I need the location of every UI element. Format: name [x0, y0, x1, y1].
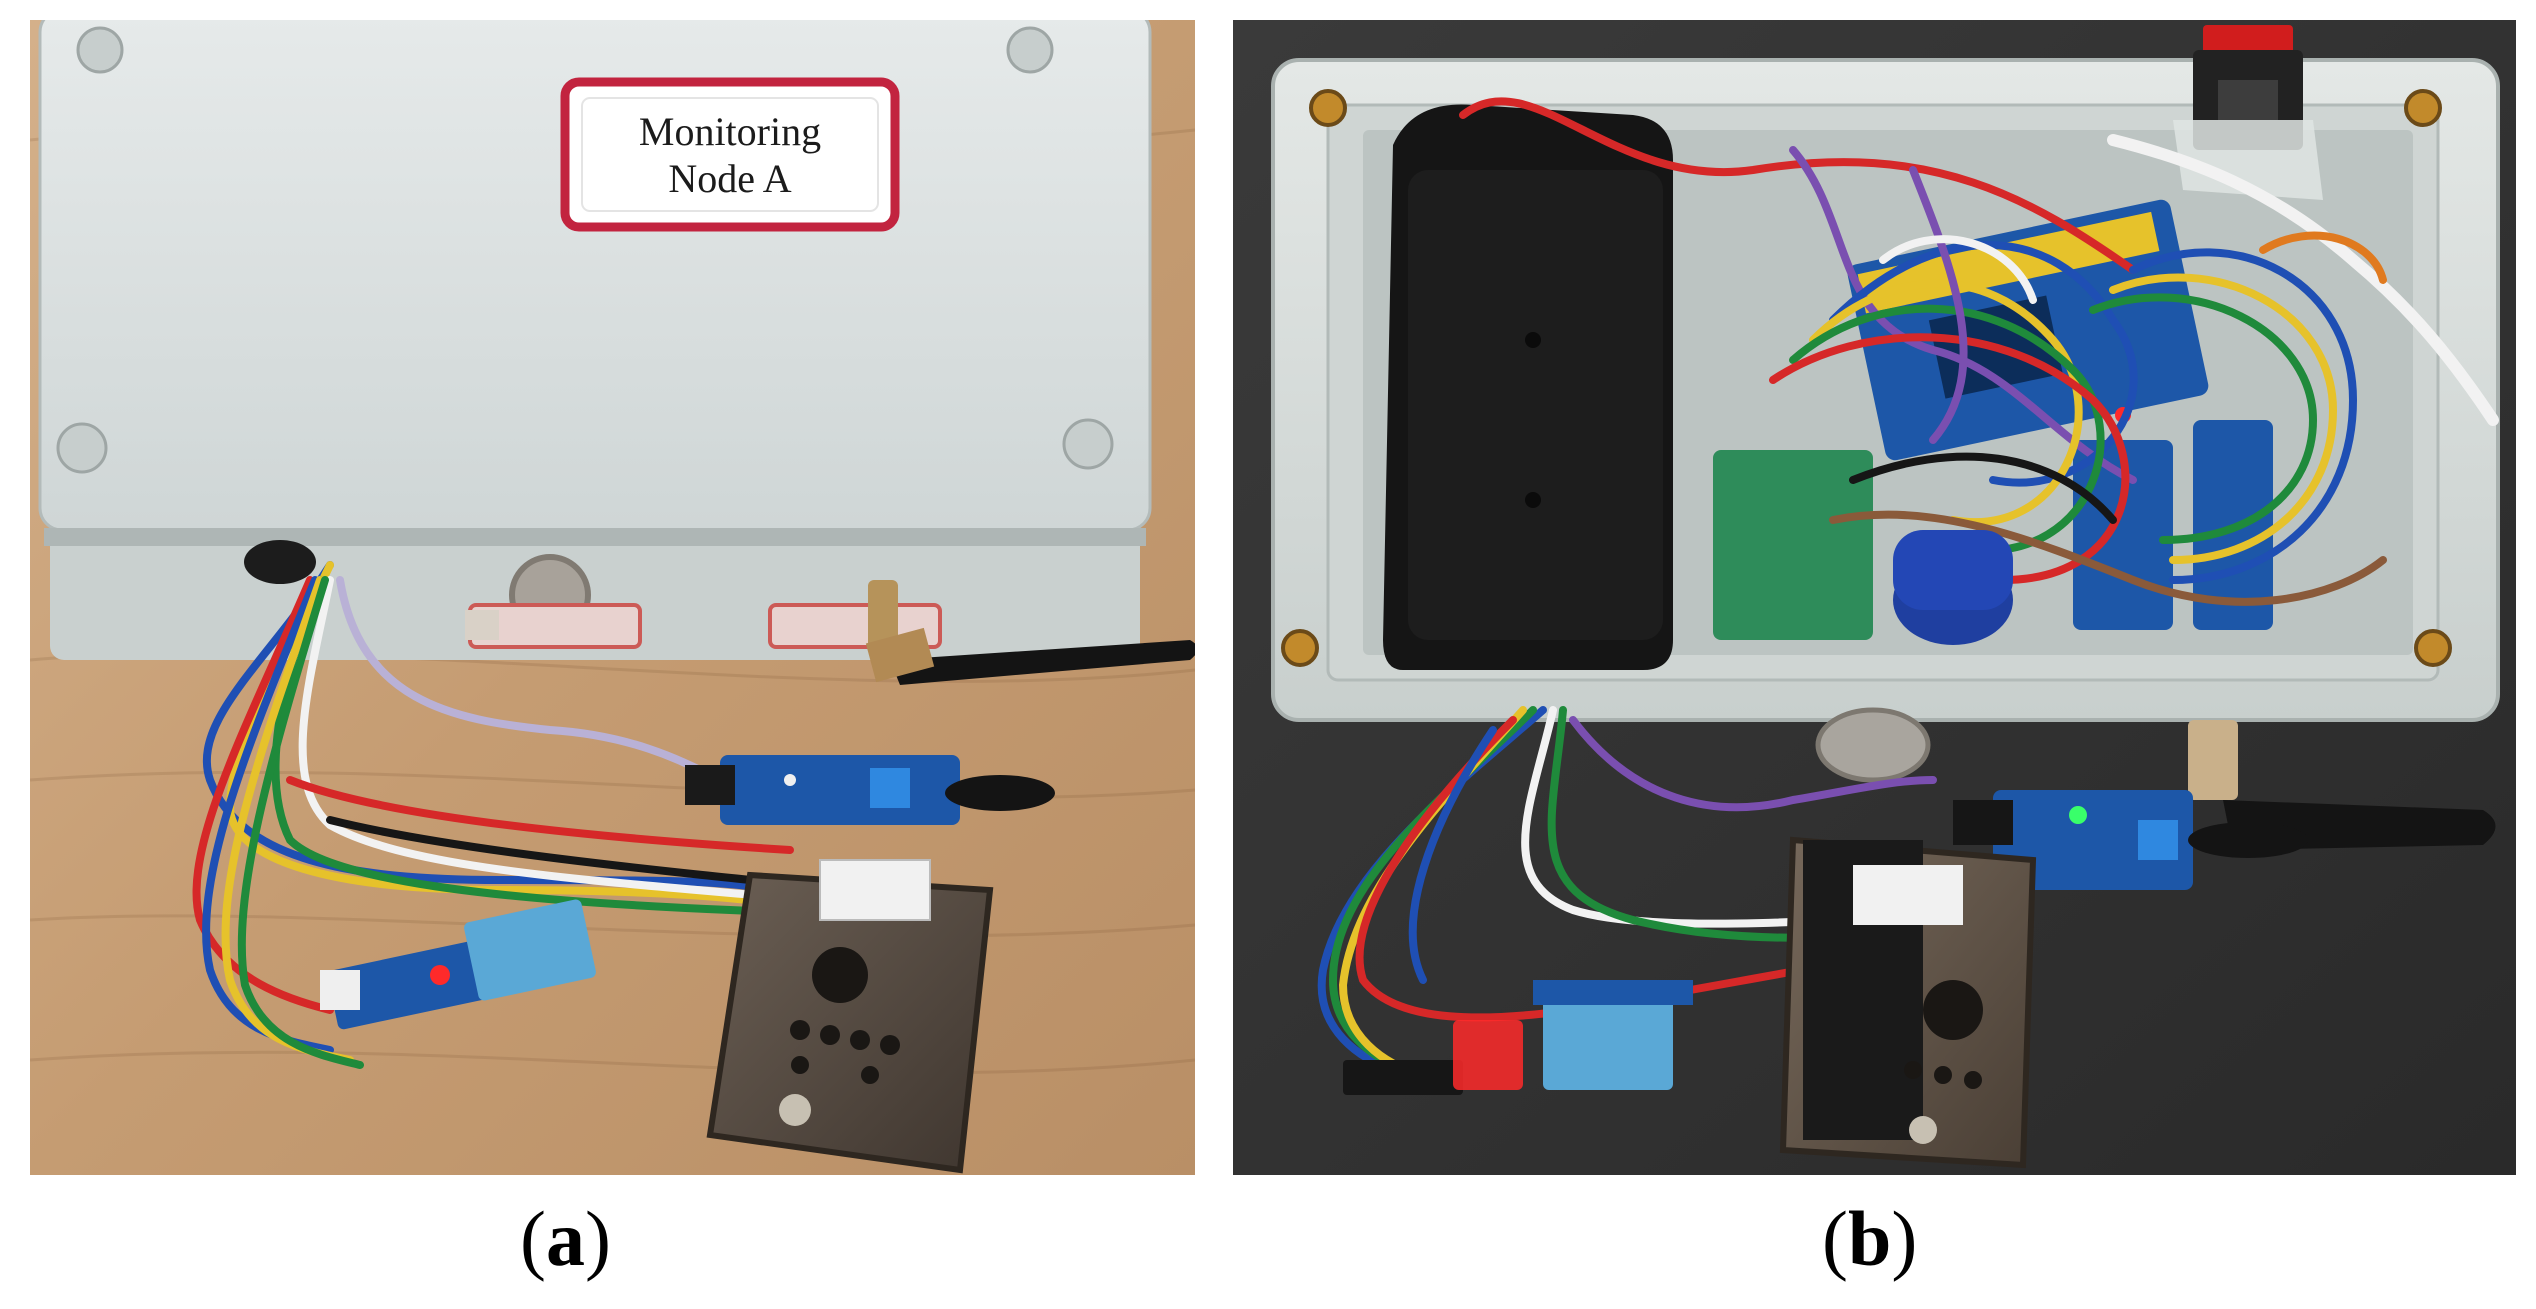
power-switch [2173, 25, 2323, 200]
antenna [865, 580, 1195, 685]
cable-grommet [244, 540, 316, 584]
dht11-sensor [320, 899, 596, 1030]
wire-bundle [192, 561, 854, 1069]
battery-box [1383, 104, 1673, 670]
caption-panel-a: (a) [520, 1195, 611, 1282]
dust-sensor-b [1779, 836, 2037, 1169]
dust-sensor [706, 859, 994, 1174]
caption-letter-a: a [545, 1195, 585, 1282]
photo-panel-b [1233, 20, 2516, 1175]
label-line-1: Monitoring [639, 109, 821, 154]
label-line-2: Node A [668, 156, 791, 201]
flame-sensor-board-b [1953, 790, 2308, 890]
internal-wiring [1459, 97, 2499, 606]
node-label-sticker: Monitoring Node A [560, 77, 900, 232]
flame-sensor-board [685, 755, 1055, 825]
gas-sensor-b [1815, 707, 1931, 783]
photo-open-enclosure [1233, 20, 2516, 1175]
caption-panel-b: (b) [1822, 1195, 1918, 1282]
caption-letter-b: b [1847, 1195, 1892, 1282]
blue-potentiometer [1893, 530, 2013, 645]
photo-closed-enclosure: Monitoring Node A [30, 20, 1195, 1175]
dht11-sensor-b [1343, 980, 1693, 1095]
photo-panel-a: Monitoring Node A [30, 20, 1195, 1175]
